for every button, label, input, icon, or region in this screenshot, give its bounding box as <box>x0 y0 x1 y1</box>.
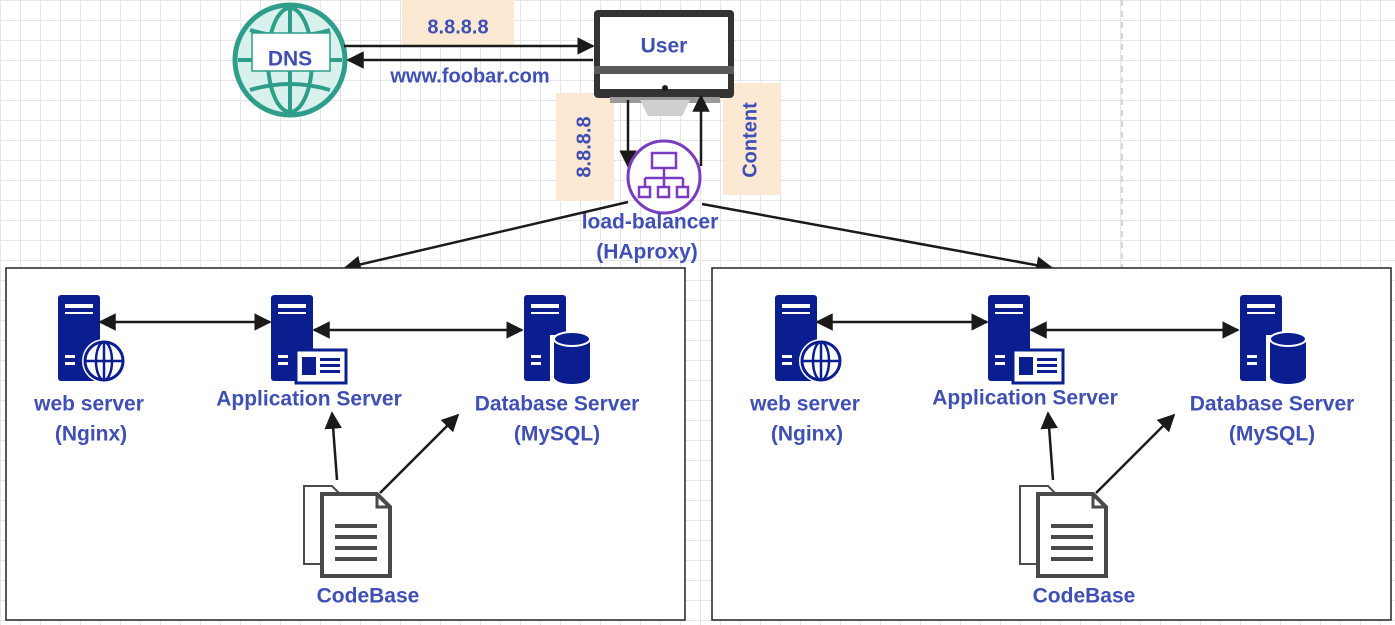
dns-globe-icon <box>232 2 348 118</box>
codebase-document-icon <box>303 485 392 578</box>
content-label: Content <box>739 102 761 178</box>
content-label-band <box>723 83 781 195</box>
web-server-label: web server <box>749 393 860 416</box>
load-balancer-sublabel: (HAproxy) <box>596 241 698 264</box>
load-balancer-icon <box>626 139 702 215</box>
database-server-icon <box>1240 295 1307 384</box>
database-server-label: Database Server <box>475 393 640 416</box>
codebase-label: CodeBase <box>317 585 420 608</box>
application-server-label: Application Server <box>932 387 1118 410</box>
user-computer-icon <box>594 10 734 116</box>
lb-to-cluster-1-arrow <box>343 200 629 273</box>
ip-vertical-label: 8.8.8.8 <box>573 116 595 177</box>
database-server-label: Database Server <box>1190 393 1355 416</box>
request-ip-label: 8.8.8.8 <box>427 16 488 38</box>
request-label-band <box>402 0 514 45</box>
user-label: User <box>641 35 688 58</box>
codebase-document-icon <box>1019 485 1108 578</box>
codebase-to-app-arrow <box>1040 411 1058 481</box>
web-server-label: web server <box>33 393 144 416</box>
database-server-sublabel: (MySQL) <box>1229 423 1315 446</box>
web-server-icon <box>58 295 126 383</box>
web-server-icon <box>775 295 843 383</box>
server-cluster-1: web server (Nginx) Application Server Da… <box>5 267 686 621</box>
codebase-label: CodeBase <box>1033 585 1136 608</box>
web-server-sublabel: (Nginx) <box>55 423 127 446</box>
server-cluster-2: web server (Nginx) Application Server Da… <box>711 267 1392 621</box>
codebase-to-db-arrow <box>1095 413 1176 494</box>
application-server-label: Application Server <box>216 388 402 411</box>
codebase-to-app-arrow <box>324 411 342 481</box>
dns-label: DNS <box>268 48 312 71</box>
domain-label: www.foobar.com <box>389 65 549 87</box>
application-server-icon <box>988 295 1065 385</box>
database-server-sublabel: (MySQL) <box>514 423 600 446</box>
database-server-icon <box>524 295 591 384</box>
ip-label-band <box>556 93 614 201</box>
lb-to-cluster-2-arrow <box>701 202 1054 274</box>
load-balancer-label: load-balancer <box>582 211 719 234</box>
web-server-sublabel: (Nginx) <box>771 423 843 446</box>
application-server-icon <box>271 295 348 385</box>
codebase-to-db-arrow <box>379 413 460 494</box>
